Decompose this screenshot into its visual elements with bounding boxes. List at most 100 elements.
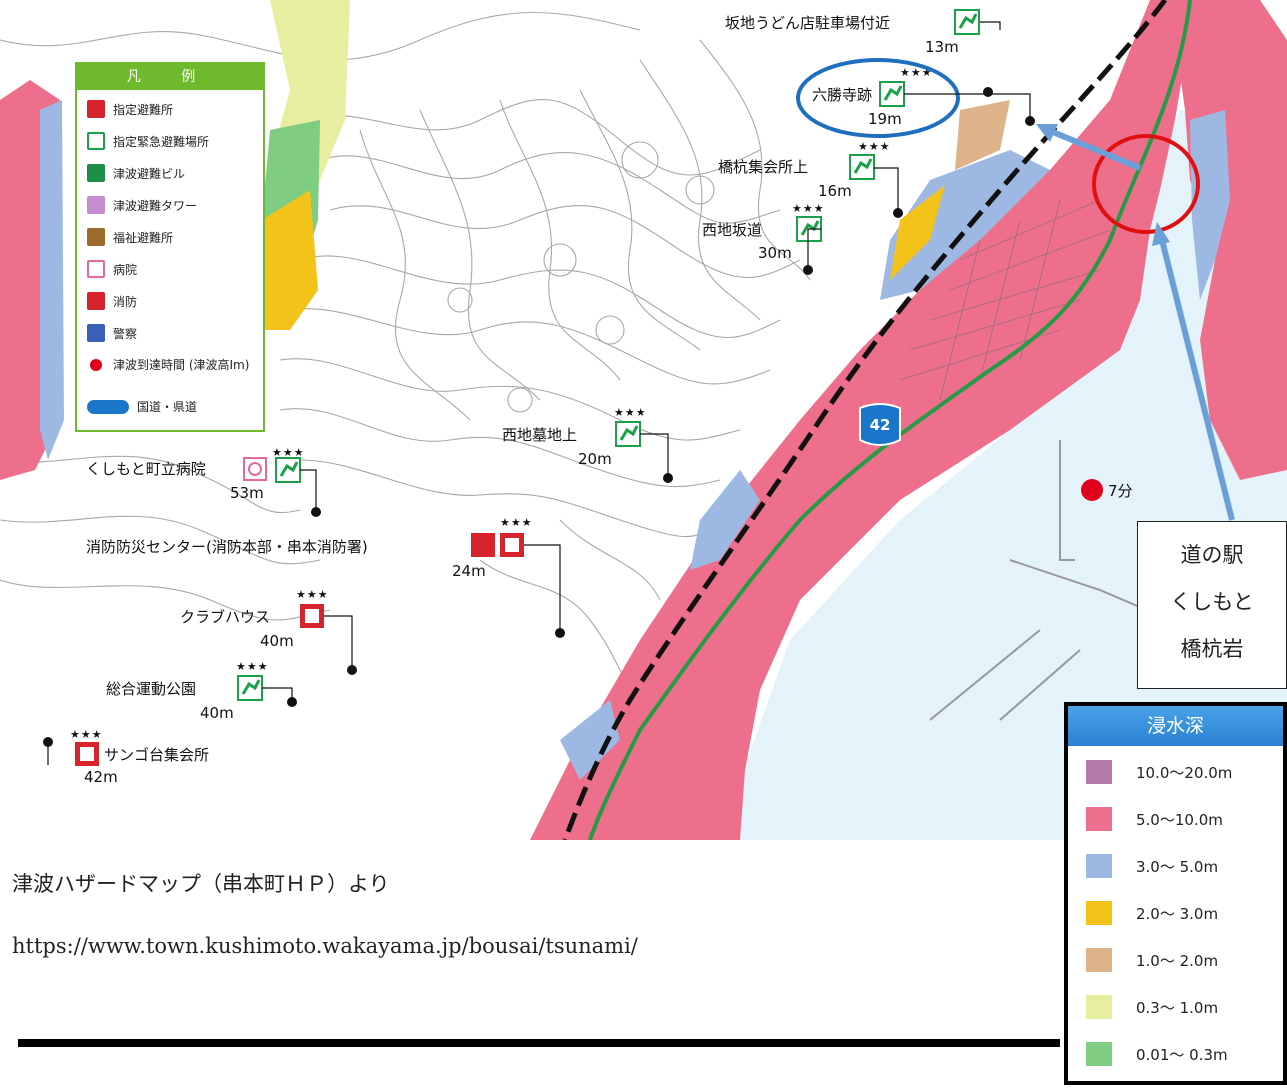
depth-legend-title: 浸水深 — [1068, 706, 1283, 746]
evacuation-site-icon — [849, 154, 875, 180]
facility-fire-disaster-center[interactable]: ★★★ 消防防災センター(消防本部・串本消防署) 24m — [86, 516, 533, 580]
legend-item-hospital: 病院 — [87, 260, 137, 278]
callout-line-3: 橋杭岩 — [1180, 637, 1244, 661]
evacuation-site-icon — [237, 675, 263, 701]
depth-swatch — [1086, 760, 1112, 784]
svg-text:20m: 20m — [578, 450, 612, 468]
evacuation-site-icon — [275, 457, 301, 483]
svg-text:30m: 30m — [758, 244, 792, 262]
welfare-shelter-icon — [87, 228, 105, 246]
evacuation-site-icon — [879, 81, 905, 107]
legend-item-tsunami-building: 津波避難ビル — [87, 164, 185, 182]
evacuation-site-icon — [954, 9, 980, 35]
depth-row: 2.0〜 3.0m — [1086, 901, 1218, 925]
evacuation-site-icon — [615, 421, 641, 447]
depth-row: 1.0〜 2.0m — [1086, 948, 1218, 972]
legend-item-evacuation-site: 指定緊急避難場所 — [87, 132, 209, 150]
evacuation-site-icon — [87, 132, 105, 150]
arrival-time-dot-icon — [90, 358, 102, 371]
depth-swatch — [1086, 948, 1112, 972]
depth-swatch — [1086, 854, 1112, 878]
svg-text:くしもと町立病院: くしもと町立病院 — [86, 460, 206, 478]
legend-item-welfare-shelter: 福祉避難所 — [87, 228, 173, 246]
depth-swatch — [1086, 995, 1112, 1019]
hospital-icon — [87, 260, 105, 278]
tsunami-building-icon — [87, 164, 105, 182]
svg-text:★★★: ★★★ — [614, 406, 647, 419]
svg-text:★★★: ★★★ — [858, 140, 891, 153]
depth-swatch — [1086, 807, 1112, 831]
svg-text:西地墓地上: 西地墓地上 — [502, 426, 577, 444]
svg-text:★★★: ★★★ — [500, 516, 533, 529]
svg-text:★★★: ★★★ — [792, 202, 825, 215]
horizontal-rule — [18, 1039, 1060, 1047]
police-icon — [87, 324, 105, 342]
svg-text:六勝寺跡: 六勝寺跡 — [812, 86, 872, 104]
inundation-depth-legend: 浸水深 10.0〜20.0m 5.0〜10.0m 3.0〜 5.0m 2.0〜 … — [1064, 702, 1287, 1085]
svg-text:★★★: ★★★ — [272, 446, 305, 459]
callout-line-2: くしもと — [1170, 590, 1254, 614]
svg-text:西地坂道: 西地坂道 — [702, 221, 762, 239]
depth-row: 3.0〜 5.0m — [1086, 854, 1218, 878]
fire-station-icon — [471, 533, 495, 557]
map-legend: 凡 例 指定避難所 指定緊急避難場所 津波避難ビル 津波避難タワー 福祉避難所 … — [75, 62, 265, 432]
town-grid — [899, 199, 1111, 401]
source-caption: 津波ハザードマップ（串本町ＨＰ）より — [12, 872, 390, 896]
depth-swatch — [1086, 1042, 1112, 1066]
source-url[interactable]: https://www.town.kushimoto.wakayama.jp/b… — [12, 934, 638, 958]
route-42-shield: 42 — [859, 403, 901, 446]
tsunami-tower-icon — [87, 196, 105, 214]
facility-kushimoto-hospital[interactable]: ★★★ くしもと町立病院 53m — [86, 446, 305, 502]
fire-station-icon — [87, 292, 105, 310]
svg-text:総合運動公園: 総合運動公園 — [106, 680, 196, 698]
highlight-circle-michi-no-eki — [1092, 134, 1200, 234]
svg-text:40m: 40m — [200, 704, 234, 722]
facility-hashikui-hall[interactable]: ★★★ 橋杭集会所上 16m — [718, 140, 891, 200]
svg-text:42m: 42m — [84, 768, 118, 786]
facility-sangodai-hall[interactable]: ★★★ サンゴ台集会所 42m — [70, 728, 209, 786]
shelter-icon — [87, 100, 105, 118]
michi-no-eki-callout: 道の駅 くしもと 橋杭岩 — [1137, 521, 1287, 689]
legend-item-shelter: 指定避難所 — [87, 100, 173, 118]
tsunami-hazard-map: 42 7分 坂地うどん店駐車場付近 13m ★★★ 六勝寺跡 19m ★★★ 橋… — [0, 0, 1287, 840]
arrival-time-label: 7分 — [1108, 482, 1133, 500]
svg-text:橋杭集会所上: 橋杭集会所上 — [718, 158, 808, 176]
svg-text:19m: 19m — [868, 110, 902, 128]
facility-sakachi-udon[interactable]: 坂地うどん店駐車場付近 13m — [725, 9, 980, 56]
svg-text:16m: 16m — [818, 182, 852, 200]
svg-text:13m: 13m — [925, 38, 959, 56]
legend-item-police: 警察 — [87, 324, 137, 342]
depth-row: 5.0〜10.0m — [1086, 807, 1223, 831]
facility-nishiji-cemetery[interactable]: ★★★ 西地墓地上 20m — [502, 406, 647, 468]
depth-swatch — [1086, 901, 1112, 925]
svg-text:★★★: ★★★ — [296, 588, 329, 601]
svg-text:消防防災センター(消防本部・串本消防署): 消防防災センター(消防本部・串本消防署) — [86, 538, 368, 556]
hospital-icon — [243, 457, 267, 481]
legend-item-route: 国道・県道 — [87, 398, 197, 415]
svg-text:★★★: ★★★ — [236, 660, 269, 673]
legend-title: 凡 例 — [77, 64, 263, 90]
highlight-circle-rokushoji — [796, 58, 960, 138]
callout-line-1: 道の駅 — [1180, 543, 1244, 567]
facility-rokushoji[interactable]: ★★★ 六勝寺跡 19m — [812, 66, 933, 128]
svg-text:★★★: ★★★ — [70, 728, 103, 741]
national-route-42 — [588, 0, 1192, 840]
depth-row: 10.0〜20.0m — [1086, 760, 1232, 784]
svg-text:坂地うどん店駐車場付近: 坂地うどん店駐車場付近 — [725, 14, 890, 32]
facility-sports-park[interactable]: ★★★ 総合運動公園 40m — [106, 660, 269, 722]
pointer-arrows — [1036, 124, 1235, 521]
facility-club-house[interactable]: ★★★ クラブハウス 40m — [180, 588, 329, 650]
legend-item-fire-station: 消防 — [87, 292, 137, 310]
route-shield-icon — [87, 399, 129, 414]
legend-item-tsunami-tower: 津波避難タワー — [87, 196, 197, 214]
depth-row: 0.01〜 0.3m — [1086, 1042, 1228, 1066]
svg-text:42: 42 — [870, 416, 891, 434]
arrival-time-dot — [1081, 479, 1103, 501]
svg-text:サンゴ台集会所: サンゴ台集会所 — [104, 746, 209, 764]
svg-text:24m: 24m — [452, 562, 486, 580]
svg-text:クラブハウス: クラブハウス — [180, 608, 270, 626]
legend-item-arrival-time: 津波到達時間 (津波高Im) — [87, 356, 257, 373]
depth-row: 0.3〜 1.0m — [1086, 995, 1218, 1019]
svg-text:40m: 40m — [260, 632, 294, 650]
svg-text:★★★: ★★★ — [900, 66, 933, 79]
